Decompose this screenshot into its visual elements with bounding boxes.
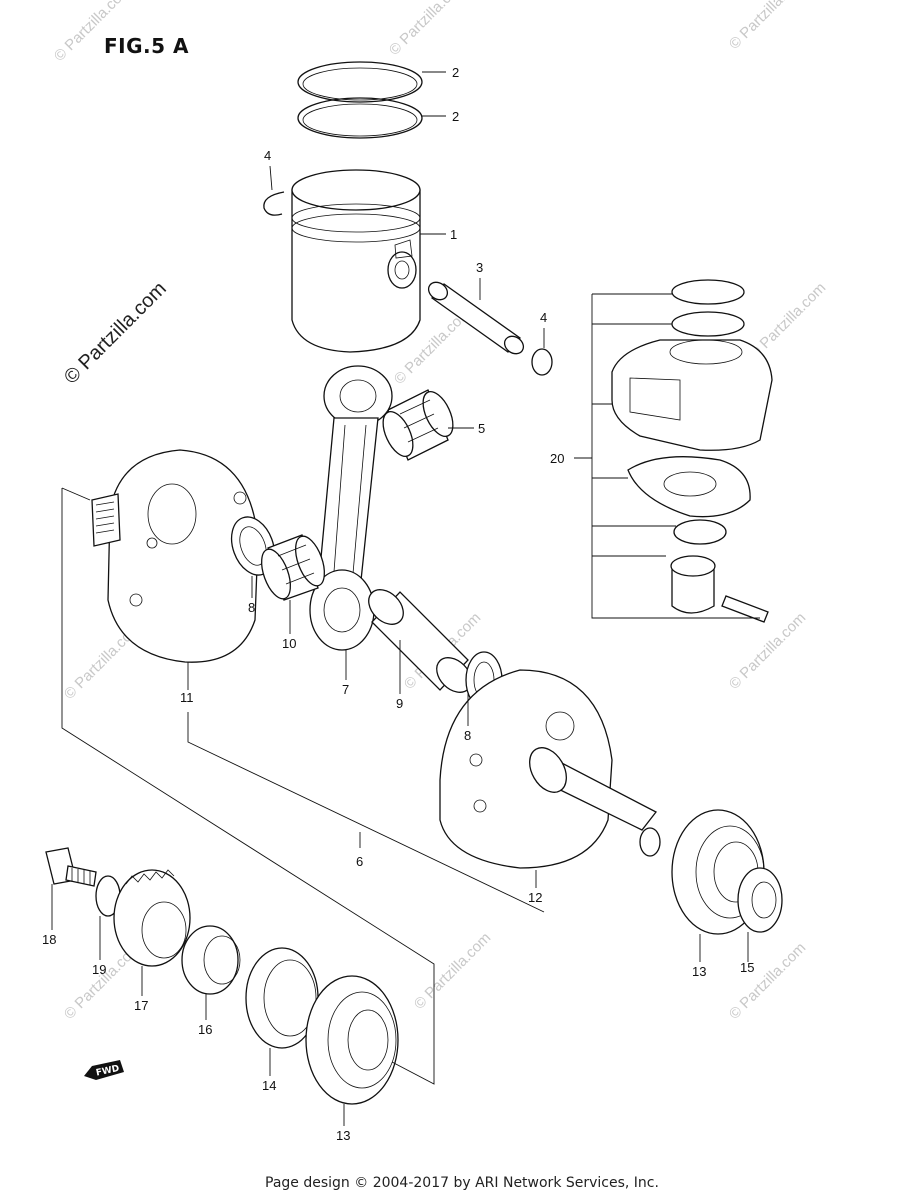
crank-half-left (91, 449, 259, 663)
callouts: 2 2 4 1 3 4 5 20 8 10 7 9 8 11 6 12 13 1… (42, 65, 754, 1143)
oil-seal (737, 867, 783, 933)
assembly-outline (61, 487, 545, 1085)
watermark: © Partzilla.com (386, 0, 469, 59)
callout-4b: 4 (540, 310, 547, 325)
callout-3: 3 (476, 260, 483, 275)
callout-20: 20 (550, 451, 564, 466)
callout-19: 19 (92, 962, 106, 977)
watermark: © Partzilla.com (726, 0, 809, 53)
callout-2a: 2 (452, 65, 459, 80)
callout-15: 15 (740, 960, 754, 975)
watermark: © Partzilla.com (411, 929, 494, 1012)
callout-12: 12 (528, 890, 542, 905)
forward-label: FWD (95, 1064, 120, 1079)
piston-rings (297, 61, 423, 139)
callout-7: 7 (342, 682, 349, 697)
callout-8a: 8 (248, 600, 255, 615)
callout-17: 17 (134, 998, 148, 1013)
figure-title: FIG.5 A (104, 34, 189, 58)
connecting-rod (309, 365, 393, 651)
callout-4a: 4 (264, 148, 271, 163)
callout-2b: 2 (452, 109, 459, 124)
small-end-bearing (382, 389, 454, 461)
callout-6: 6 (356, 854, 363, 869)
big-end-bearing (260, 534, 326, 601)
callout-9: 9 (396, 696, 403, 711)
callout-1: 1 (450, 227, 457, 242)
crank-bolt (45, 847, 97, 887)
callout-5: 5 (478, 421, 485, 436)
piston-pin (427, 281, 525, 355)
crank-half-right (439, 669, 661, 869)
leader-lines (51, 71, 749, 1126)
callout-18: 18 (42, 932, 56, 947)
parts-diagram: © Partzilla.com © Partzilla.com © Partzi… (42, 0, 829, 1143)
cylinder-kit (591, 279, 773, 623)
watermark: © Partzilla.com (726, 609, 809, 692)
primary-gear (113, 869, 191, 967)
callout-10: 10 (282, 636, 296, 651)
piston (291, 169, 421, 353)
callout-14: 14 (262, 1078, 276, 1093)
bearing-left (305, 975, 399, 1105)
callout-13b: 13 (336, 1128, 350, 1143)
watermark-main: © Partzilla.com (60, 278, 171, 389)
forward-arrow-icon: FWD (84, 1060, 124, 1080)
page-footer: Page design © 2004-2017 by ARI Network S… (265, 1175, 659, 1191)
spacer (181, 925, 241, 995)
watermark: © Partzilla.com (726, 939, 809, 1022)
crank-pin (368, 589, 472, 693)
callout-11: 11 (180, 690, 194, 705)
callout-13a: 13 (692, 964, 706, 979)
circlip-right (531, 348, 553, 376)
callout-8b: 8 (464, 728, 471, 743)
circlip-left (263, 191, 285, 216)
callout-16: 16 (198, 1022, 212, 1037)
